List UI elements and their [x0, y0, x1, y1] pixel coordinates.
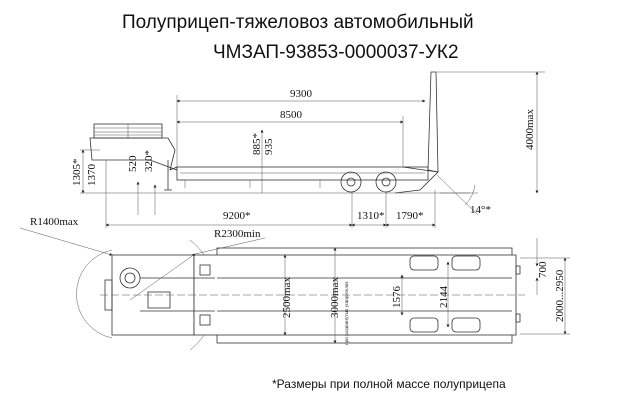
dim-9300: 9300	[290, 88, 313, 100]
ramp	[427, 71, 439, 173]
dim-3000max: 3000max	[329, 277, 341, 318]
dim-4000max: 4000max	[524, 109, 536, 150]
dim-320: 320*	[143, 150, 155, 172]
extended-note: при раздвинутых уширителях	[345, 281, 350, 345]
dim-9200: 9200*	[223, 210, 251, 222]
dim-1310: 1310*	[357, 210, 385, 222]
lower-deck	[176, 166, 429, 181]
dim-2500max: 2500max	[281, 277, 293, 318]
dim-935: 935	[263, 138, 275, 155]
top-view: R1400max R2300min 2500max 3000max при ра…	[19, 216, 570, 351]
wheel-1	[340, 171, 362, 193]
dim-2000-2950: 2000...2950	[554, 269, 566, 322]
dim-r2300: R2300min	[214, 228, 261, 240]
title-line-1: Полуприцеп-тяжеловоз автомобильный	[122, 12, 474, 33]
title-line-2: ЧМЗАП-93853-0000037-УК2	[213, 42, 459, 63]
dim-1790: 1790*	[396, 210, 424, 222]
dim-8500: 8500	[280, 109, 303, 121]
dim-14deg: 14°*	[470, 204, 491, 216]
side-view: 9300 8500 4000max 1305* 1370 520 320* 88…	[71, 71, 545, 228]
dim-700: 700	[537, 261, 549, 278]
dim-2144: 2144	[438, 286, 450, 309]
landing-leg	[164, 160, 172, 191]
dim-r1400: R1400max	[30, 216, 79, 228]
dim-1305: 1305*	[71, 159, 83, 187]
wheels-top	[409, 255, 481, 333]
dim-1576: 1576	[391, 286, 403, 309]
dim-1370: 1370	[86, 164, 98, 187]
dim-885: 885*	[251, 133, 263, 155]
footnote: *Размеры при полной массе полуприцепа	[272, 377, 506, 391]
dim-520: 520	[127, 155, 139, 172]
